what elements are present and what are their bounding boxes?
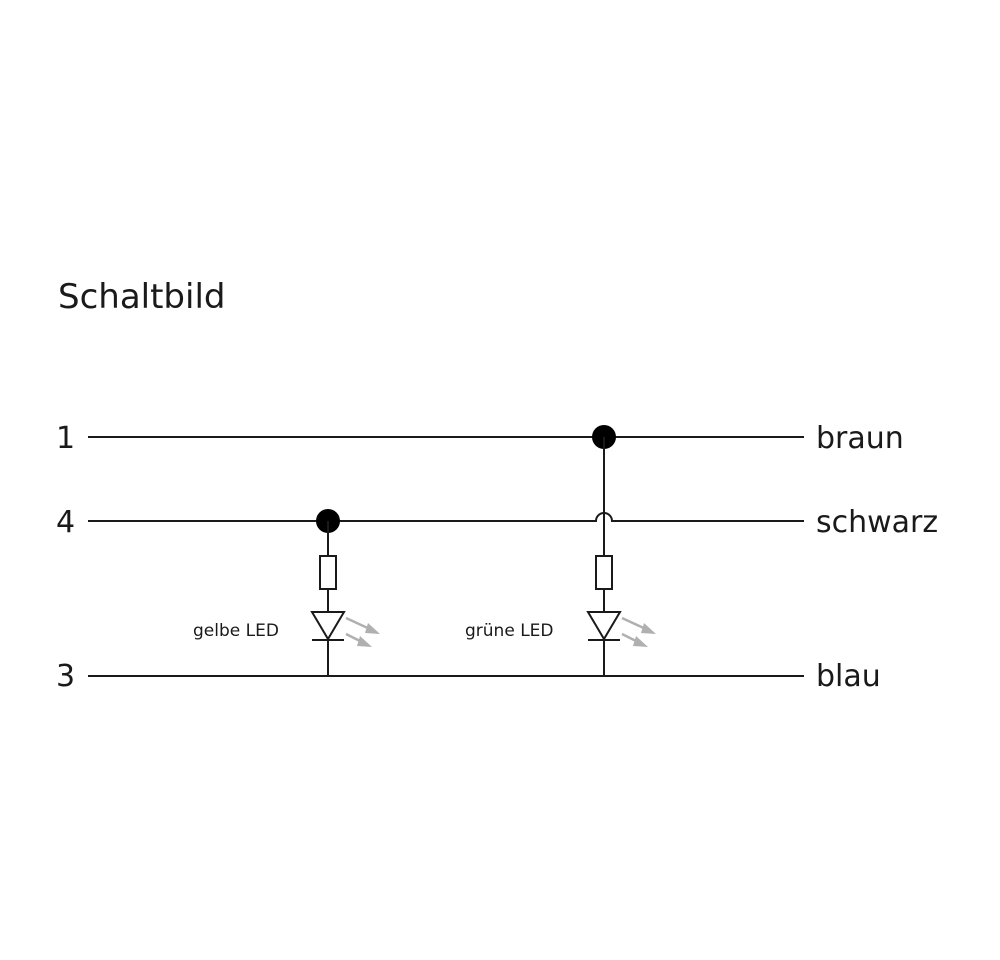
wire-label-braun: braun	[816, 421, 904, 456]
branch-gelbe-led: gelbe LED	[193, 509, 380, 676]
diode-icon	[310, 611, 346, 641]
pin-number-3: 3	[56, 659, 75, 694]
diode-icon	[586, 611, 622, 641]
light-emission-arrow-icon	[345, 616, 380, 647]
wire-label-schwarz: schwarz	[816, 505, 938, 540]
pin-number-4: 4	[56, 505, 75, 540]
line-pin-4	[88, 512, 804, 522]
diagram-title: Schaltbild	[58, 277, 226, 317]
led-label-gruene: grüne LED	[465, 621, 554, 641]
resistor-icon	[595, 555, 613, 590]
light-emission-arrow-icon	[621, 616, 656, 647]
branch-gruene-led: grüne LED	[465, 425, 656, 676]
resistor-icon	[319, 555, 337, 590]
pin-number-1: 1	[56, 421, 75, 456]
wire-label-blau: blau	[816, 659, 881, 694]
led-label-gelbe: gelbe LED	[193, 621, 279, 641]
